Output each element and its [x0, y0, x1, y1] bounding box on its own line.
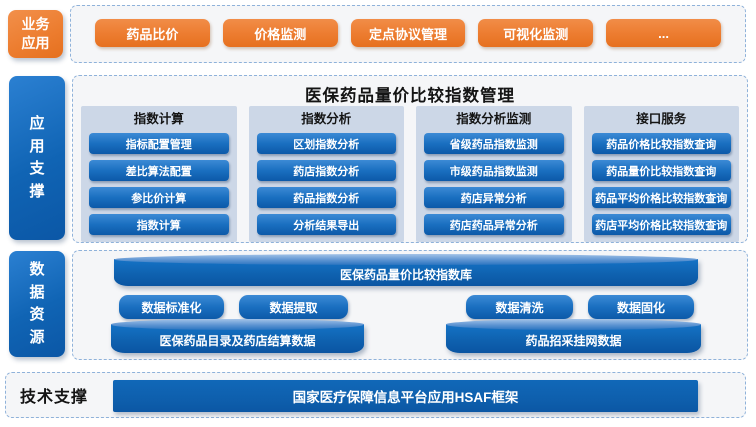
module-chip[interactable]: 指标配置管理	[89, 133, 229, 154]
source-catalog-settlement-label: 医保药品目录及药店结算数据	[159, 334, 316, 348]
business-apps-tag-label: 业务应用	[21, 16, 50, 51]
source-procurement-listing-cylinder: 药品招采挂网数据	[446, 319, 701, 353]
column-header: 指数分析监测	[456, 112, 532, 126]
module-chip[interactable]: 市级药品指数监测	[424, 160, 564, 181]
column-header: 指数分析	[301, 112, 352, 126]
module-chip[interactable]: 区划指数分析	[256, 133, 396, 154]
module-chip[interactable]: 分析结果导出	[256, 214, 396, 235]
tech-support-tag: 技术支撑	[20, 389, 89, 406]
column-index-monitoring: 指数分析监测 省级药品指数监测 市级药品指数监测 药店异常分析 药店药品异常分析	[416, 106, 572, 242]
module-chip[interactable]: 药品价格比较指数查询	[591, 133, 731, 154]
app-button-agreement-management[interactable]: 定点协议管理	[350, 19, 466, 47]
column-header: 接口服务	[636, 112, 687, 126]
module-chip[interactable]: 指数计算	[89, 214, 229, 235]
business-apps-row: 药品比价 价格监测 定点协议管理 可视化监测 ...	[71, 19, 745, 47]
hsaf-framework-bar: 国家医疗保障信息平台应用HSAF框架	[113, 380, 698, 412]
module-chip[interactable]: 药店指数分析	[256, 160, 396, 181]
process-data-standardization[interactable]: 数据标准化	[119, 295, 224, 319]
app-button-price-monitor[interactable]: 价格监测	[222, 19, 338, 47]
process-data-solidification[interactable]: 数据固化	[588, 295, 694, 319]
source-catalog-settlement-cylinder: 医保药品目录及药店结算数据	[111, 319, 364, 353]
data-resources-tag: 数据资源	[9, 251, 65, 357]
app-support-tag: 应用支撑	[9, 76, 65, 240]
section-title: 医保药品量价比较指数管理	[305, 87, 515, 105]
business-apps-section: 药品比价 价格监测 定点协议管理 可视化监测 ...	[70, 5, 746, 63]
column-header: 指数计算	[133, 112, 184, 126]
more-apps-button[interactable]: ...	[606, 19, 721, 47]
tech-support-section: 技术支撑 国家医疗保障信息平台应用HSAF框架	[5, 372, 746, 418]
module-chip[interactable]: 差比算法配置	[89, 160, 229, 181]
process-data-extraction[interactable]: 数据提取	[239, 295, 348, 319]
index-database-label: 医保药品量价比较指数库	[339, 268, 472, 282]
module-chip[interactable]: 药品量价比较指数查询	[591, 160, 731, 181]
app-button-drug-price-compare[interactable]: 药品比价	[95, 19, 210, 47]
module-chip[interactable]: 药品指数分析	[256, 187, 396, 208]
module-chip[interactable]: 参比价计算	[89, 187, 229, 208]
data-resources-tag-label: 数据资源	[29, 261, 45, 346]
app-button-visual-monitor[interactable]: 可视化监测	[478, 19, 594, 47]
source-procurement-listing-label: 药品招采挂网数据	[525, 334, 622, 348]
data-resources-section: 医保药品量价比较指数库 数据标准化 数据提取 数据清洗 数据固化 医保药品目录及…	[72, 250, 748, 360]
app-support-tag-label: 应用支撑	[29, 115, 45, 200]
module-chip[interactable]: 药店平均价格比较指数查询	[591, 214, 731, 235]
module-chip[interactable]: 省级药品指数监测	[424, 133, 564, 154]
process-data-cleaning[interactable]: 数据清洗	[466, 295, 573, 319]
module-columns: 指数计算 指标配置管理 差比算法配置 参比价计算 指数计算 指数分析 区划指数分…	[81, 106, 739, 242]
column-index-calculation: 指数计算 指标配置管理 差比算法配置 参比价计算 指数计算	[81, 106, 237, 242]
module-chip[interactable]: 药品平均价格比较指数查询	[591, 187, 731, 208]
index-database-cylinder: 医保药品量价比较指数库	[114, 254, 698, 286]
business-apps-tag: 业务应用	[8, 10, 63, 58]
module-chip[interactable]: 药店异常分析	[424, 187, 564, 208]
app-support-section: 医保药品量价比较指数管理 指数计算 指标配置管理 差比算法配置 参比价计算 指数…	[72, 75, 748, 243]
column-interface-services: 接口服务 药品价格比较指数查询 药品量价比较指数查询 药品平均价格比较指数查询 …	[583, 106, 739, 242]
column-index-analysis: 指数分析 区划指数分析 药店指数分析 药品指数分析 分析结果导出	[248, 106, 404, 242]
module-chip[interactable]: 药店药品异常分析	[424, 214, 564, 235]
